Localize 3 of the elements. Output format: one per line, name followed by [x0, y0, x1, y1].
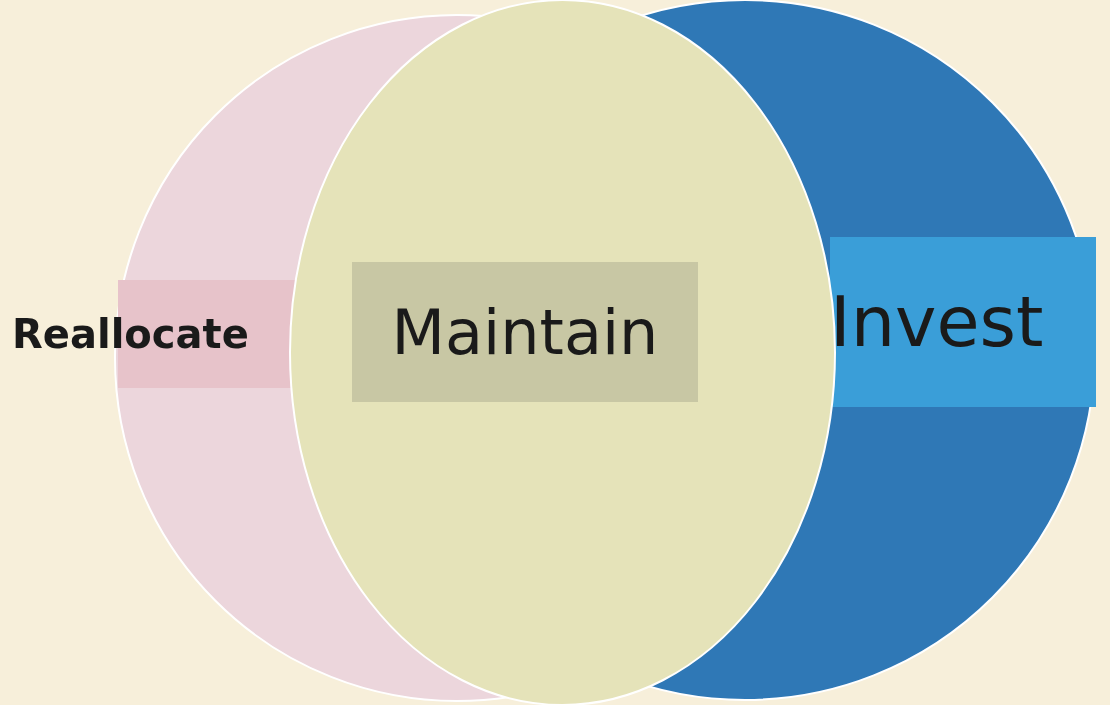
- circle-label: Invest: [830, 237, 1096, 407]
- circle-label: Reallocate: [12, 310, 250, 359]
- circle-label: Maintain: [352, 262, 698, 402]
